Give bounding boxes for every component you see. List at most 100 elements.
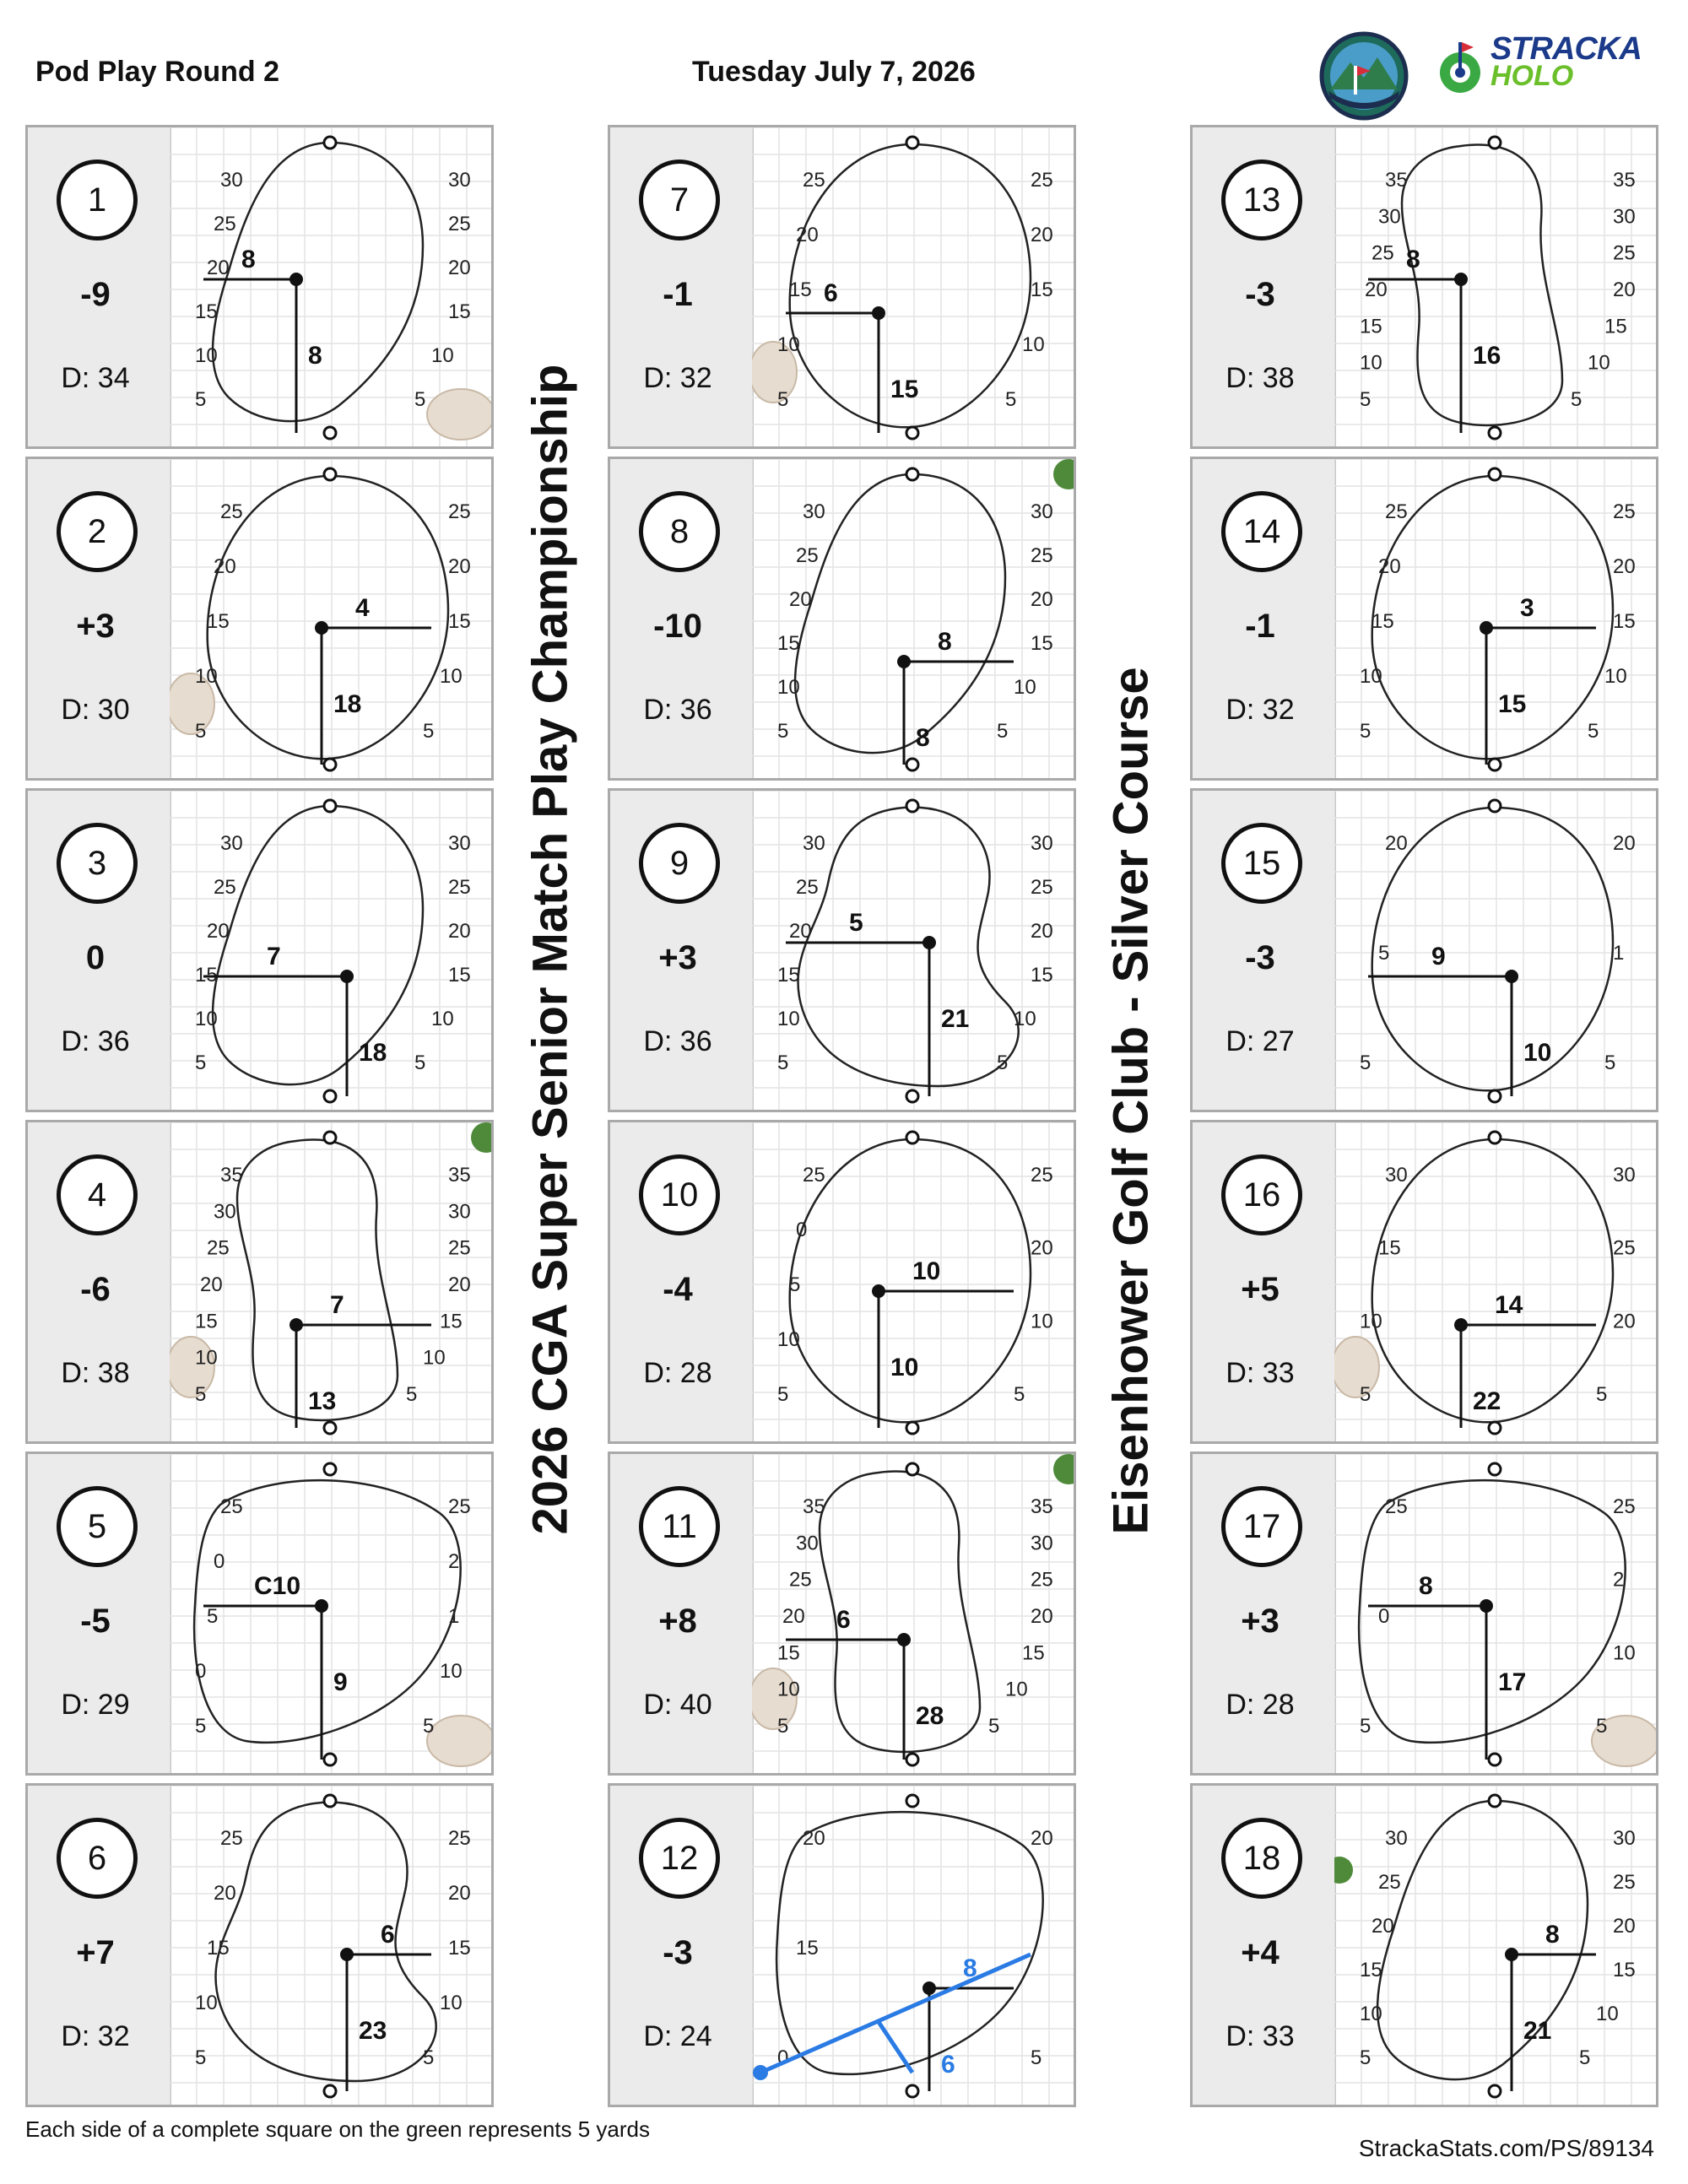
yardage-label: 15 [448, 964, 471, 987]
yardage-label: 15 [448, 1937, 471, 1960]
yardage-label: 10 [1360, 1310, 1382, 1333]
hole-number: 16 [1221, 1154, 1302, 1235]
yardage-label: 5 [423, 2046, 434, 2069]
green-grid [752, 459, 1074, 778]
depth-distance-label: 23 [359, 2017, 387, 2045]
yardage-label: 5 [1014, 1383, 1025, 1406]
yardage-label: 15 [1031, 964, 1053, 987]
yardage-label: 0 [195, 1660, 206, 1683]
yardage-label: 5 [997, 1051, 1008, 1074]
event-date: Tuesday July 7, 2026 [692, 56, 976, 88]
side-distance-label: 8 [938, 628, 952, 656]
yardage-label: 10 [1031, 1310, 1053, 1333]
hole-number: 12 [639, 1818, 720, 1899]
yardage-label: 35 [448, 1164, 471, 1187]
yardage-label: 20 [448, 1273, 471, 1296]
front-marker [322, 1130, 338, 1145]
yardage-label: 15 [1022, 1641, 1045, 1664]
yardage-label: 15 [448, 300, 471, 323]
yardage-label: 10 [777, 1008, 800, 1030]
yardage-label: 10 [1604, 665, 1627, 688]
depth-distance-label: 10 [1523, 1039, 1551, 1067]
pin-marker [872, 1284, 885, 1298]
yardage-label: 15 [777, 1641, 800, 1664]
stats-url: StrackaStats.com/PS/89134 [1358, 2135, 1654, 2161]
yardage-label: 15 [1031, 278, 1053, 301]
green-outline [214, 1801, 437, 2083]
yardage-label: 5 [207, 1605, 218, 1628]
side-distance-label: 14 [1495, 1291, 1523, 1319]
tree-icon [1053, 459, 1074, 489]
stracka-holo-logo: STRACKA HOLO [1435, 33, 1646, 101]
pin-marker [289, 273, 303, 286]
front-marker [1487, 1462, 1502, 1477]
bunker [170, 1336, 215, 1398]
pin-marker [1454, 1318, 1468, 1332]
yardage-label: 5 [1596, 1383, 1607, 1406]
green-grid [752, 791, 1074, 1110]
yardage-label: 10 [195, 1992, 218, 2014]
front-marker [1487, 467, 1502, 482]
yardage-label: 15 [207, 1937, 230, 1960]
yardage-label: 35 [803, 1495, 825, 1518]
green-grid [752, 1786, 1074, 2105]
yardage-label: 25 [796, 876, 819, 899]
yardage-label: 15 [777, 964, 800, 987]
yardage-label: 10 [777, 1679, 800, 1701]
back-marker [905, 1420, 920, 1435]
yardage-label: 25 [796, 544, 819, 567]
yardage-label: 25 [1031, 1164, 1053, 1187]
hole-number: 13 [1221, 159, 1302, 241]
yardage-label: 25 [448, 213, 471, 235]
yardage-label: 5 [1360, 388, 1371, 411]
yardage-label: 5 [1571, 388, 1582, 411]
hole-number: 3 [57, 823, 138, 904]
side-distance-label: C10 [254, 1572, 300, 1600]
yardage-label: 20 [1365, 278, 1388, 301]
front-marker [905, 135, 920, 150]
yardage-label: 5 [1360, 1051, 1371, 1074]
green-outline [797, 806, 1020, 1088]
yardage-label: 15 [1360, 1959, 1382, 1981]
hole-score: +4 [1241, 1934, 1280, 1971]
yardage-label: 30 [1031, 1532, 1053, 1554]
yardage-label: 10 [195, 1008, 218, 1030]
hole-score: +3 [1241, 1603, 1280, 1640]
pin-marker [897, 1633, 911, 1646]
hole-depth: D: 32 [1225, 694, 1295, 726]
pin-marker [340, 970, 354, 983]
side-distance-label: 8 [241, 246, 256, 273]
hole-score: 0 [85, 939, 106, 976]
pin-marker [1505, 970, 1518, 983]
yardage-label: 30 [220, 169, 243, 192]
back-marker [905, 425, 920, 441]
front-marker [322, 1793, 338, 1808]
hole-score: +8 [658, 1603, 697, 1640]
hole-depth: D: 28 [1225, 1689, 1295, 1721]
blue-marker [753, 2065, 768, 2080]
hole-number: 4 [57, 1154, 138, 1235]
yardage-label: 15 [1360, 315, 1382, 338]
yardage-label: 20 [200, 1273, 223, 1296]
hole-depth: D: 32 [61, 2020, 130, 2052]
yardage-label: 25 [1613, 242, 1636, 265]
yardage-label: 5 [1031, 2046, 1041, 2069]
yardage-label: 30 [1385, 1164, 1408, 1187]
yardage-label: 25 [448, 1237, 471, 1260]
depth-distance-label: 21 [941, 1005, 969, 1033]
tree-icon [1334, 1857, 1353, 1884]
